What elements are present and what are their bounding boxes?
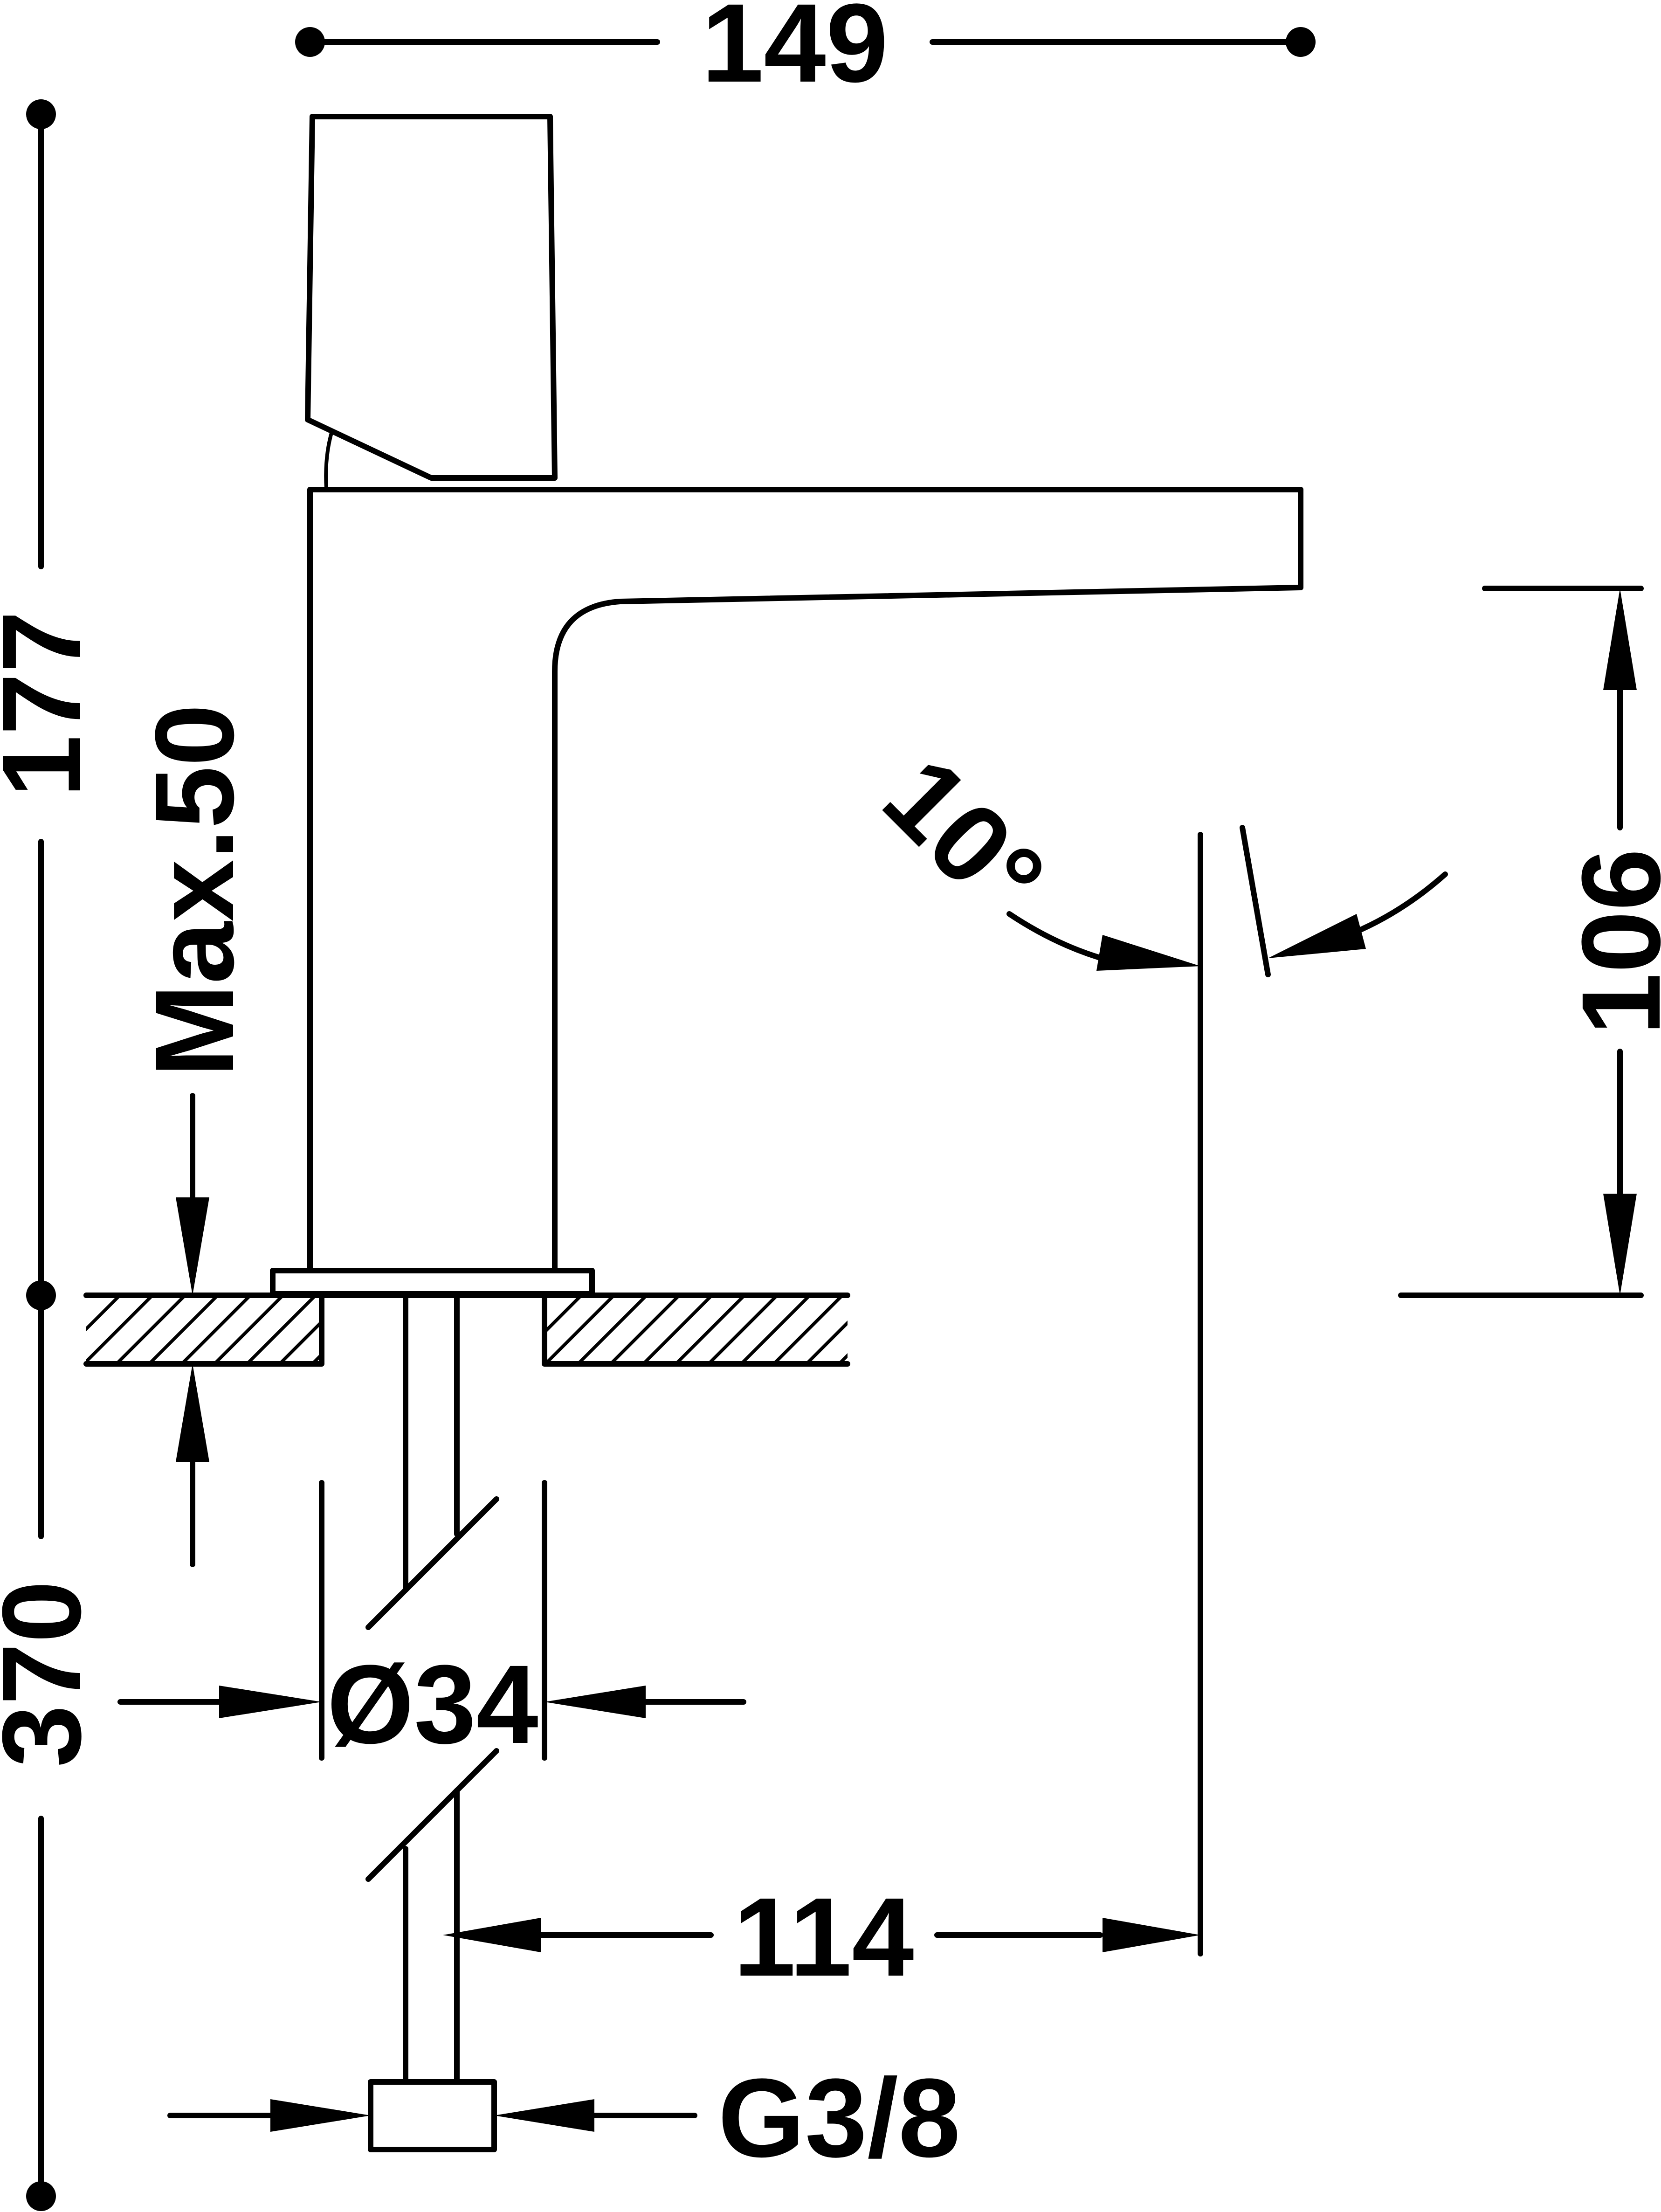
spout-outline (307, 487, 1303, 1273)
dim-counter-max: Max.50 (132, 704, 257, 1567)
hatch-left (86, 1295, 322, 1364)
dim-spout-height: 106 (1398, 586, 1661, 1298)
pipe-break-top (365, 1496, 499, 1630)
label-thread: G3/8 (718, 2055, 960, 2180)
angle-tilted-line (1240, 825, 1271, 977)
pipe-break-bottom (365, 1748, 499, 1882)
supply-pipe (365, 1293, 499, 2152)
dim-pipe-length: 370 (0, 1293, 104, 2211)
label-114: 114 (733, 1874, 914, 1999)
dim-spout-reach: 114 (443, 1874, 1200, 1999)
dim-width-total: 149 (295, 0, 1316, 105)
thread-nut (368, 2079, 497, 2152)
countertop-section (83, 1293, 850, 1367)
hatch-right (544, 1295, 848, 1364)
dim-height-total: 177 (0, 99, 104, 1310)
label-370: 370 (0, 1581, 104, 1767)
faucet-body (270, 114, 1303, 1297)
dim-thread: G3/8 (167, 2055, 960, 2180)
dim-angle: 10° (861, 733, 1448, 1956)
handle-joint (324, 429, 334, 491)
base-flange (270, 1268, 595, 1297)
label-177: 177 (0, 611, 104, 797)
label-diameter: Ø34 (327, 1642, 538, 1767)
dim-base-diameter: Ø34 (117, 1480, 746, 1767)
label-angle: 10° (861, 733, 1068, 941)
handle-lever (305, 114, 558, 481)
label-max-50: Max.50 (132, 704, 257, 1078)
label-106: 106 (1558, 849, 1661, 1035)
label-149: 149 (702, 0, 888, 105)
